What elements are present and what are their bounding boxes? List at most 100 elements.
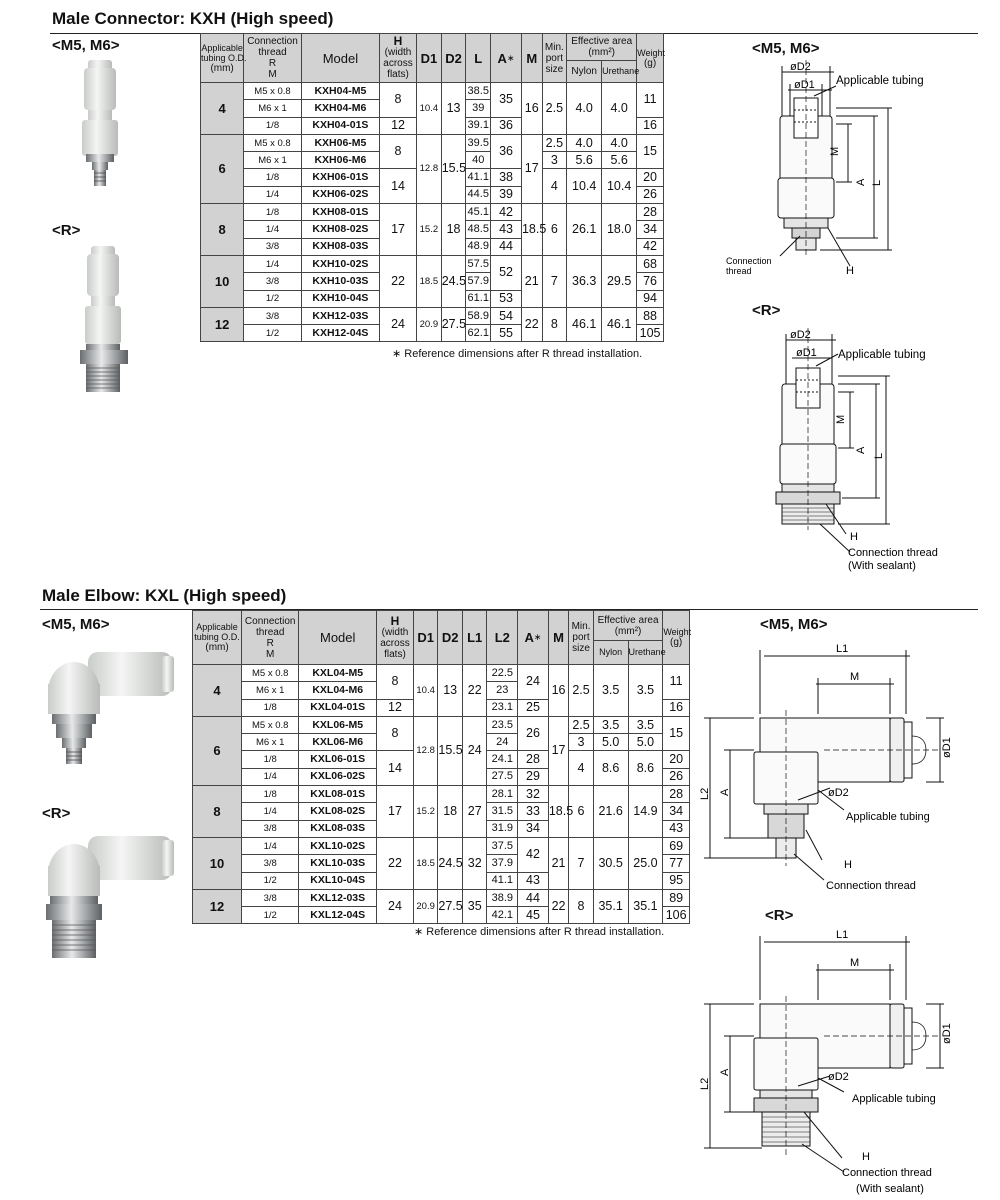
kxh-cell-d2: 27.5	[440, 306, 467, 343]
svg-text:Applicable tubing: Applicable tubing	[836, 75, 924, 87]
svg-text:Applicable tubing: Applicable tubing	[852, 1093, 936, 1105]
kxh-cell-l: 39.1	[465, 116, 492, 135]
kxh-cell-tubing: 6	[199, 133, 245, 205]
kxh-cell-a: 35	[490, 82, 522, 118]
kxh-cell-model: KXH08-02S	[300, 220, 381, 239]
kxl-cell-nylon: 21.6	[592, 785, 629, 838]
kxl-cell-nylon: 35.1	[592, 888, 629, 925]
kxh-cell-thread: M6 x 1	[243, 151, 302, 170]
kxl-cell-weight: 43	[662, 819, 690, 838]
kxh-cell-l: 44.5	[465, 185, 492, 205]
kxh-cell-l: 40	[465, 151, 492, 170]
kxl-m5m6-drawing: L1 M øD1 øD2 A L2 Applicable tubing H Co…	[699, 643, 953, 892]
kxl-cell-l2: 31.9	[486, 819, 519, 838]
kxl-cell-m: 22	[547, 888, 570, 925]
kxl-cell-a: 25	[517, 698, 549, 717]
kxh-cell-weight: 11	[636, 82, 664, 118]
kxl-cell-port: 3	[568, 733, 594, 752]
kxh-cell-weight: 88	[636, 306, 664, 326]
kxl-header-l2: L2	[486, 610, 519, 665]
kxl-cell-urethane: 8.6	[627, 750, 664, 787]
kxl-cell-thread: 1/8	[241, 698, 300, 717]
kxl-cell-h: 17	[376, 785, 414, 838]
kxl-cell-a: 28	[517, 750, 549, 769]
kxl-cell-thread: M6 x 1	[241, 681, 300, 700]
kxl-cell-a: 43	[517, 871, 549, 890]
kxl-cell-l1: 32	[461, 836, 488, 890]
svg-text:H: H	[862, 1151, 870, 1163]
kxh-cell-model: KXH04-M5	[300, 81, 381, 101]
kxh-cell-l: 45.1	[465, 203, 492, 222]
kxl-cell-d2: 27.5	[437, 888, 463, 925]
kxl-cell-nylon: 8.6	[592, 750, 629, 787]
kxh-header-d2: D2	[440, 33, 467, 83]
kxh-cell-model: KXH08-03S	[300, 237, 381, 256]
kxl-cell-l2: 28.1	[486, 785, 519, 804]
kxh-section-title: Male Connector: KXH (High speed)	[52, 9, 334, 28]
svg-text:øD2: øD2	[790, 61, 811, 73]
svg-text:L2: L2	[699, 1078, 711, 1090]
kxh-cell-tubing: 4	[199, 82, 245, 135]
kxl-cell-h: 8	[376, 715, 414, 752]
kxh-cell-weight: 34	[636, 220, 664, 239]
kxh-cell-m: 16	[520, 82, 543, 135]
kxl-r-drawing: L1 M øD1 øD2 A L2 Applicable tubing H Co…	[699, 929, 953, 1195]
kxh-cell-d2: 24.5	[440, 254, 467, 308]
kxh-cell-thread: 1/4	[243, 185, 302, 205]
kxl-cell-thread: 1/8	[241, 750, 300, 769]
svg-text:Applicable tubing: Applicable tubing	[838, 349, 926, 361]
kxh-cell-l: 62.1	[465, 324, 492, 343]
kxl-cell-d1: 10.4	[412, 664, 439, 717]
kxh-cell-tubing: 10	[199, 254, 245, 308]
kxh-cell-port: 7	[541, 254, 568, 308]
svg-text:Connection thread: Connection thread	[826, 880, 916, 892]
kxh-header-model: Model	[300, 33, 381, 83]
kxl-cell-weight: 16	[662, 698, 690, 717]
kxh-cell-urethane: 18.0	[601, 203, 638, 256]
svg-text:A: A	[855, 178, 867, 186]
kxh-drawing-label-m5m6: <M5, M6>	[752, 40, 820, 57]
kxl-cell-l2: 23.5	[486, 715, 519, 735]
svg-text:H: H	[844, 859, 852, 871]
kxh-r-drawing: øD2 øD1 Applicable tubing M A L H Connec…	[775, 328, 938, 572]
kxh-cell-h: 17	[378, 203, 418, 256]
svg-text:thread: thread	[726, 266, 752, 276]
kxl-cell-h: 12	[376, 698, 414, 717]
kxh-cell-model: KXH12-04S	[300, 324, 381, 343]
kxh-cell-model: KXH10-04S	[300, 289, 381, 308]
kxl-cell-urethane: 3.5	[627, 664, 664, 717]
kxl-cell-weight: 95	[662, 871, 690, 890]
kxh-cell-weight: 16	[636, 116, 664, 135]
kxh-cell-model: KXH04-01S	[300, 116, 381, 135]
kxl-cell-nylon: 5.0	[592, 733, 629, 752]
kxh-cell-tubing: 8	[199, 203, 245, 256]
svg-text:(With sealant): (With sealant)	[848, 560, 916, 572]
kxh-cell-l: 39.5	[465, 133, 492, 153]
kxl-cell-l2: 24	[486, 733, 519, 752]
kxl-cell-model: KXL08-01S	[298, 785, 378, 804]
kxh-photo-label-r: <R>	[52, 222, 81, 239]
kxh-cell-thread: 1/8	[243, 116, 302, 135]
kxl-reference-note: ∗ Reference dimensions after R thread in…	[414, 926, 665, 938]
kxl-cell-thread: M5 x 0.8	[241, 715, 300, 735]
kxh-cell-model: KXH06-M6	[300, 151, 381, 170]
kxl-cell-model: KXL10-03S	[298, 854, 378, 873]
kxh-cell-a: 39	[490, 185, 522, 205]
kxh-cell-model: KXH10-03S	[300, 272, 381, 291]
kxl-cell-m: 21	[547, 836, 570, 890]
svg-text:øD2: øD2	[828, 1071, 849, 1083]
kxh-cell-thread: 1/2	[243, 289, 302, 308]
kxh-header-effective-area: Effective area(mm²)	[566, 33, 638, 61]
kxh-cell-nylon: 36.3	[566, 254, 603, 308]
kxl-cell-nylon: 3.5	[592, 664, 629, 717]
